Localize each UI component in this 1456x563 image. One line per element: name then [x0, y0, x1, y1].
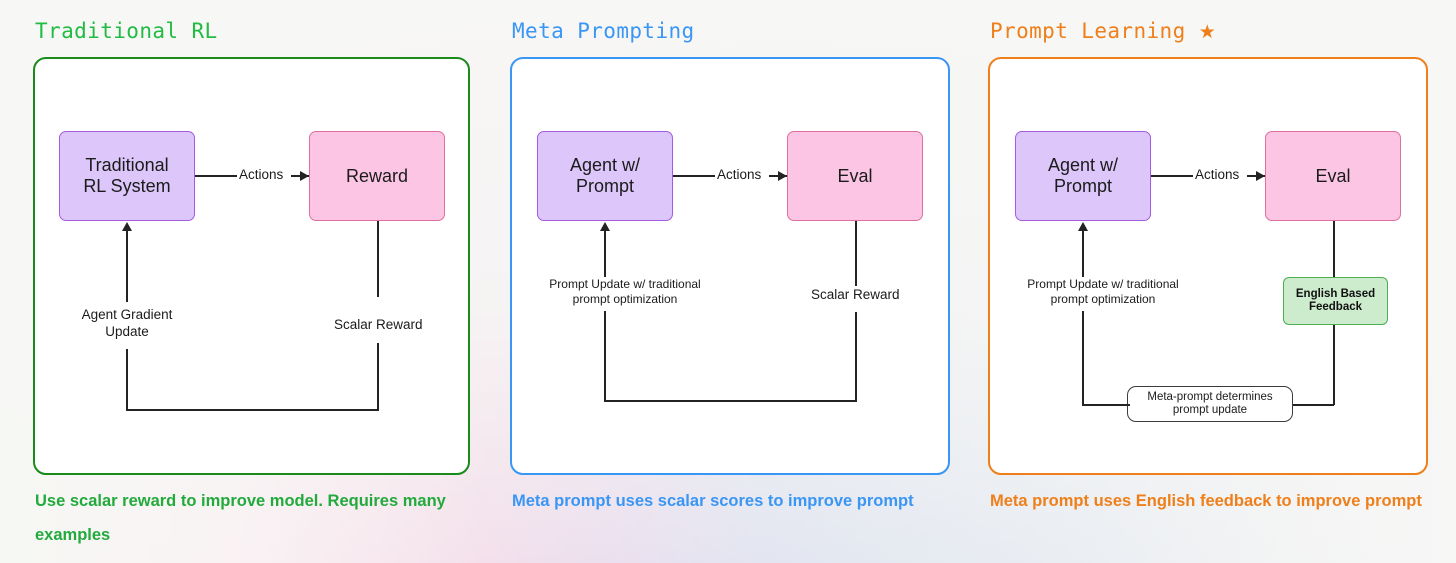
edge-loop-up-upper [126, 230, 128, 302]
star-icon: ★ [1198, 21, 1217, 43]
node-reward: Reward [309, 131, 445, 221]
node-meta-prompt-determines: Meta-prompt determines prompt update [1127, 386, 1293, 422]
edge-loop-arrowhead [1078, 222, 1088, 231]
edge-loop-arrowhead [600, 222, 610, 231]
edge-loop-up [1082, 230, 1084, 405]
edge-label-actions: Actions [717, 167, 762, 182]
panel-card-traditional-rl: Traditional RL System Reward Actions Sca… [33, 57, 470, 475]
edge-loop-bottom-left [1082, 404, 1130, 406]
edge-label-scalar-reward: Scalar Reward [334, 317, 423, 332]
edge-label-actions: Actions [239, 167, 284, 182]
edge-feedback-down [1333, 325, 1335, 405]
edge-loop-bottom-right [1288, 404, 1334, 406]
edge-loop-bottom [604, 400, 857, 402]
edge-actions-line-left [195, 175, 237, 177]
node-label-line2: prompt update [1172, 404, 1248, 416]
edge-label-line2: prompt optimization [1050, 292, 1156, 306]
edge-eval-to-feedback [1333, 221, 1335, 277]
node-eval: Eval [787, 131, 923, 221]
node-traditional-rl-system: Traditional RL System [59, 131, 195, 221]
edge-label-line1: Prompt Update w/ traditional [1027, 277, 1179, 291]
node-agent-with-prompt: Agent w/ Prompt [1015, 131, 1151, 221]
edge-actions-arrowhead [1256, 171, 1265, 181]
edge-label-backdrop [534, 277, 716, 311]
node-english-based-feedback: English Based Feedback [1283, 277, 1388, 325]
node-label-line2: Feedback [1308, 301, 1363, 313]
node-label-line1: Agent w/ [569, 155, 641, 176]
edge-label-prompt-update: Prompt Update w/ traditional prompt opti… [1012, 277, 1194, 307]
panel-title-traditional-rl: Traditional RL [35, 19, 218, 43]
panel-title-text: Traditional RL [35, 19, 218, 43]
panel-caption-prompt-learning: Meta prompt uses English feedback to imp… [990, 492, 1422, 510]
edge-label-actions: Actions [1195, 167, 1240, 182]
node-label: Reward [345, 165, 409, 186]
panel-caption-traditional-rl: Use scalar reward to improve model. Requ… [35, 492, 446, 544]
node-label-line1: English Based [1295, 287, 1376, 300]
panel-title-prompt-learning: Prompt Learning ★ [990, 19, 1216, 43]
panel-traditional-rl: Traditional RL Traditional RL System Rew… [33, 0, 473, 563]
edge-eval-down-upper [855, 221, 857, 286]
node-label-line2: RL System [83, 176, 171, 196]
edge-label-line2: prompt optimization [572, 292, 678, 306]
edge-loop-bottom [126, 409, 379, 411]
node-label: Eval [837, 165, 873, 186]
edge-label-line2: Update [105, 323, 149, 339]
edge-label-line1: Agent Gradient [81, 307, 173, 322]
edge-actions-arrowhead [300, 171, 309, 181]
edge-loop-up-lower [126, 349, 128, 410]
panel-card-meta-prompting: Agent w/ Prompt Eval Actions Scalar Rewa… [510, 57, 950, 475]
panel-title-text: Meta Prompting [512, 19, 695, 43]
node-label-line1: Agent w/ [1047, 155, 1119, 176]
panel-prompt-learning: Prompt Learning ★ Agent w/ Prompt Eval A… [988, 0, 1428, 563]
edge-actions-line-left [1151, 175, 1193, 177]
panel-meta-prompting: Meta Prompting Agent w/ Prompt Eval Acti… [510, 0, 950, 563]
node-eval: Eval [1265, 131, 1401, 221]
node-label-line1: Traditional [85, 155, 169, 176]
edge-reward-down-lower [377, 343, 379, 410]
edge-eval-down-lower [855, 312, 857, 401]
node-label-line2: Prompt [1053, 176, 1113, 196]
edge-reward-down-upper [377, 221, 379, 297]
edge-label-backdrop [1012, 277, 1194, 311]
edge-label-agent-gradient-update: Agent Gradient Update [71, 307, 183, 341]
panel-caption-meta-prompting: Meta prompt uses scalar scores to improv… [512, 492, 914, 510]
edge-label-prompt-update: Prompt Update w/ traditional prompt opti… [534, 277, 716, 307]
node-label-line2: Prompt [575, 176, 635, 196]
node-agent-with-prompt: Agent w/ Prompt [537, 131, 673, 221]
panel-title-meta-prompting: Meta Prompting [512, 19, 695, 43]
panel-title-text: Prompt Learning [990, 19, 1186, 43]
edge-loop-arrowhead [122, 222, 132, 231]
edge-loop-up [604, 230, 606, 401]
edge-label-scalar-reward: Scalar Reward [811, 287, 900, 302]
node-label-line1: Meta-prompt determines [1147, 390, 1273, 403]
panel-card-prompt-learning: Agent w/ Prompt Eval Actions English Bas… [988, 57, 1428, 475]
edge-label-line1: Prompt Update w/ traditional [549, 277, 701, 291]
node-label: Eval [1315, 165, 1351, 186]
edge-actions-arrowhead [778, 171, 787, 181]
edge-actions-line-left [673, 175, 715, 177]
